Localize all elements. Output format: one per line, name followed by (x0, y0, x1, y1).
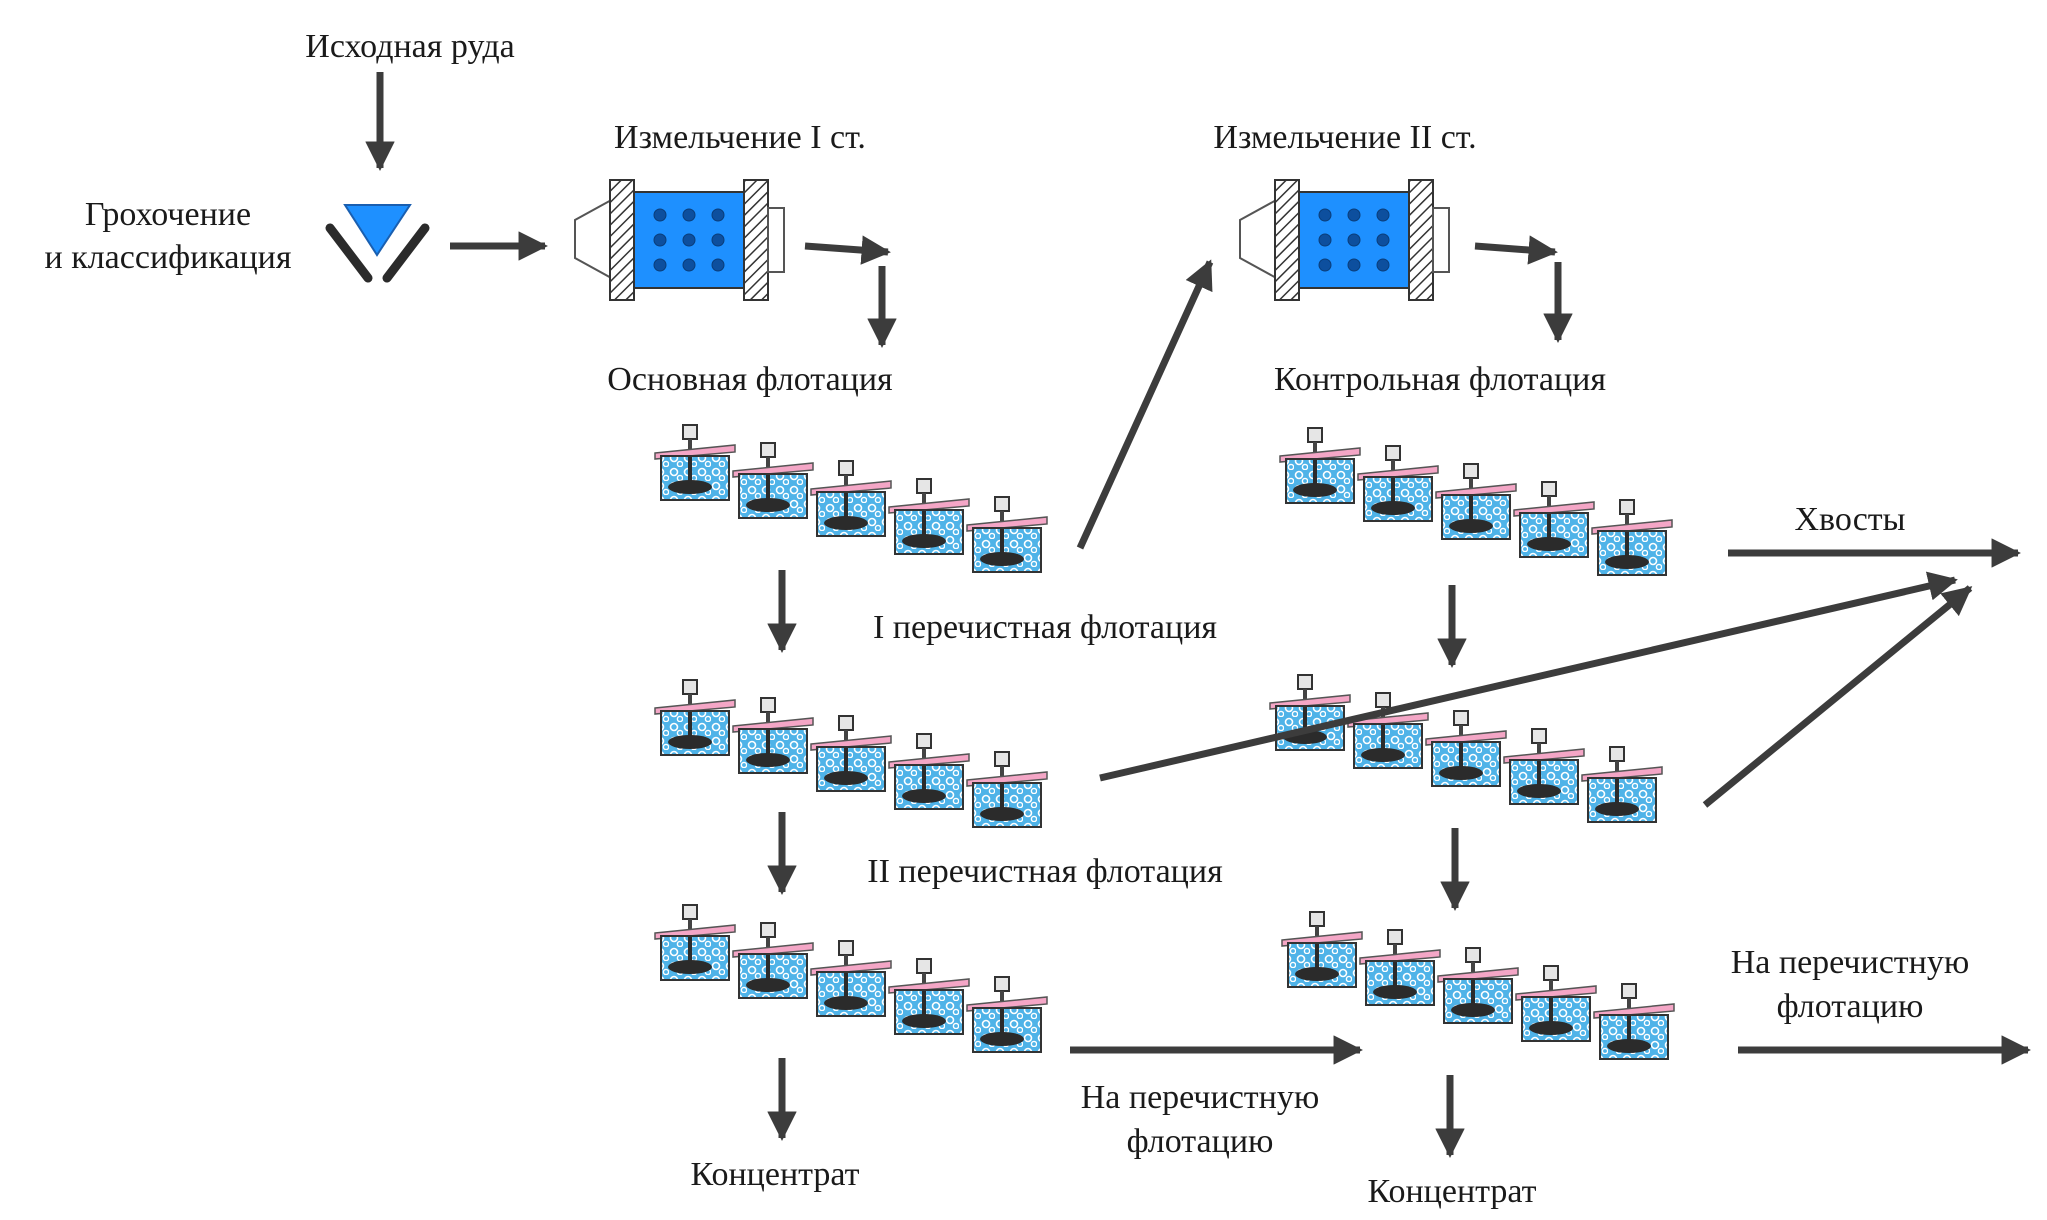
flotation-bank-cleaner1 (655, 680, 1047, 827)
arrow-rougher-to-mill2 (1076, 259, 1214, 550)
flotation-bank-scavenger (1280, 428, 1672, 575)
flotation-bank-rougher (655, 425, 1047, 572)
flotation-bank-scavenger-cleaner1 (1270, 675, 1662, 822)
screening-label-line2: и классификация (45, 239, 292, 276)
to-cleaner-right-line1: На перечистную (1731, 944, 1970, 981)
ball-mill-icon (574, 179, 785, 301)
to-cleaner-mid-line1: На перечистную (1081, 1079, 1320, 1116)
cleaner2-flotation-label: II перечистная флотация (867, 853, 1223, 890)
rougher-flotation-label: Основная флотация (607, 361, 893, 398)
grinding-stage1-label: Измельчение I ст. (614, 119, 866, 156)
concentrate-right-label: Концентрат (1367, 1173, 1536, 1210)
flotation-bank-scavenger-cleaner2 (1282, 912, 1674, 1059)
flotation-bank-cleaner2 (655, 905, 1047, 1052)
arrow-mill1-out (804, 235, 891, 265)
grinding-stage2-label: Измельчение II ст. (1213, 119, 1476, 156)
arrow-scav-cleaner1-to-tailings (1702, 585, 1973, 808)
ball-mill-icon (1239, 179, 1450, 301)
to-cleaner-right-line2: флотацию (1777, 988, 1924, 1025)
screening-label-line1: Грохочение (85, 196, 251, 233)
to-cleaner-mid-line2: флотацию (1127, 1123, 1274, 1160)
tailings-label: Хвосты (1794, 501, 1905, 538)
arrow-cleaner1-to-tailings (1099, 571, 1958, 782)
ore-label: Исходная руда (305, 28, 514, 65)
scavenger-flotation-label: Контрольная флотация (1274, 361, 1606, 398)
concentrate-left-label: Концентрат (690, 1156, 859, 1193)
cleaner1-flotation-label: I перечистная флотация (873, 609, 1217, 646)
screen-icon (325, 204, 430, 283)
arrow-mill2-out (1474, 235, 1558, 265)
